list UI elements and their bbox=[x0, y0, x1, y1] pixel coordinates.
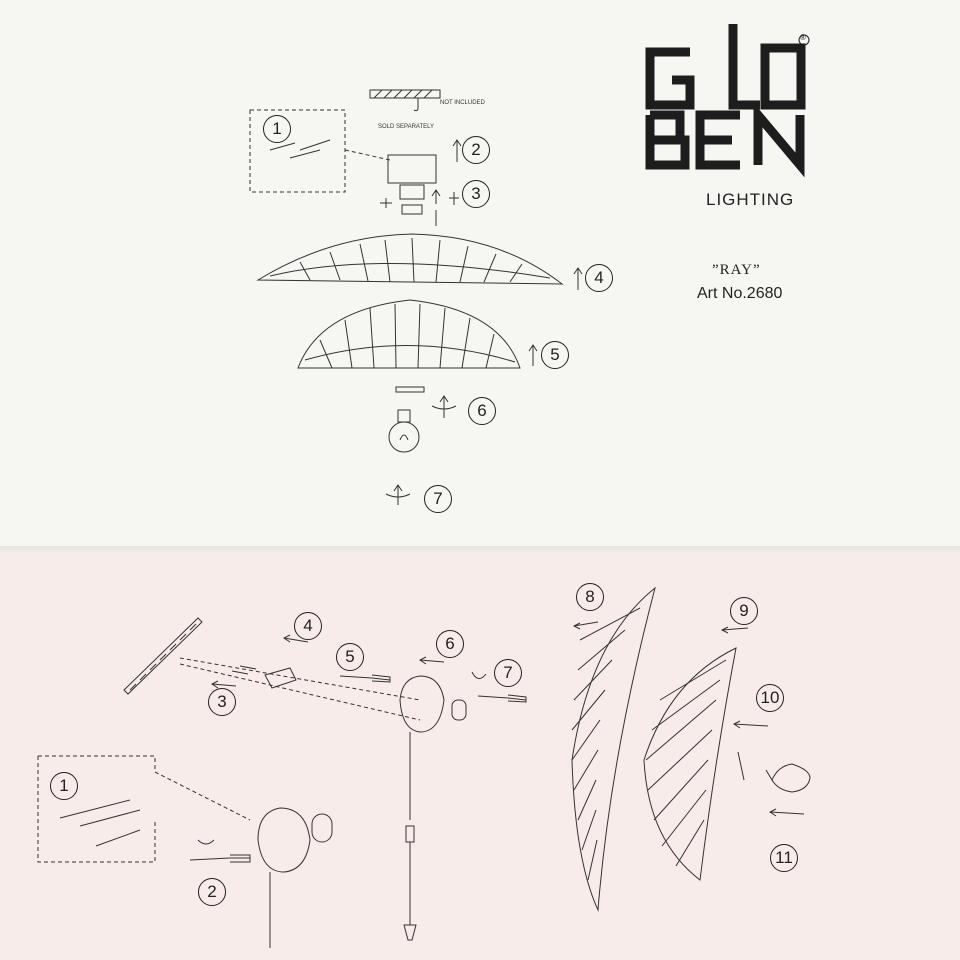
not-included-note: NOT INCLUDED bbox=[440, 100, 485, 106]
step-number: 7 bbox=[494, 659, 522, 687]
sold-separately-note: SOLD SEPARATELY bbox=[378, 124, 435, 130]
step-number: 5 bbox=[336, 643, 364, 671]
paper-fold bbox=[0, 546, 960, 554]
step-number: 4 bbox=[294, 612, 322, 640]
instruction-sheet-bottom bbox=[0, 548, 960, 960]
step-number: 4 bbox=[585, 264, 613, 292]
step-number: 3 bbox=[462, 180, 490, 208]
step-number: 6 bbox=[468, 397, 496, 425]
step-number: 7 bbox=[424, 485, 452, 513]
step-number: 10 bbox=[756, 684, 784, 712]
brand-sub: LIGHTING bbox=[706, 190, 795, 209]
step-number: 6 bbox=[436, 630, 464, 658]
step-number: 9 bbox=[730, 597, 758, 625]
step-number: 2 bbox=[462, 136, 490, 164]
step-number: 5 bbox=[541, 341, 569, 369]
step-number: 2 bbox=[198, 878, 226, 906]
step-number: 1 bbox=[50, 772, 78, 800]
step-number: 3 bbox=[208, 688, 236, 716]
step-number: 11 bbox=[770, 844, 798, 872]
product-art-no: Art No.2680 bbox=[697, 285, 783, 302]
step-number: 8 bbox=[576, 583, 604, 611]
step-number: 1 bbox=[263, 115, 291, 143]
product-name: ”RAY” bbox=[712, 262, 761, 278]
registered-mark: ® bbox=[800, 33, 806, 42]
